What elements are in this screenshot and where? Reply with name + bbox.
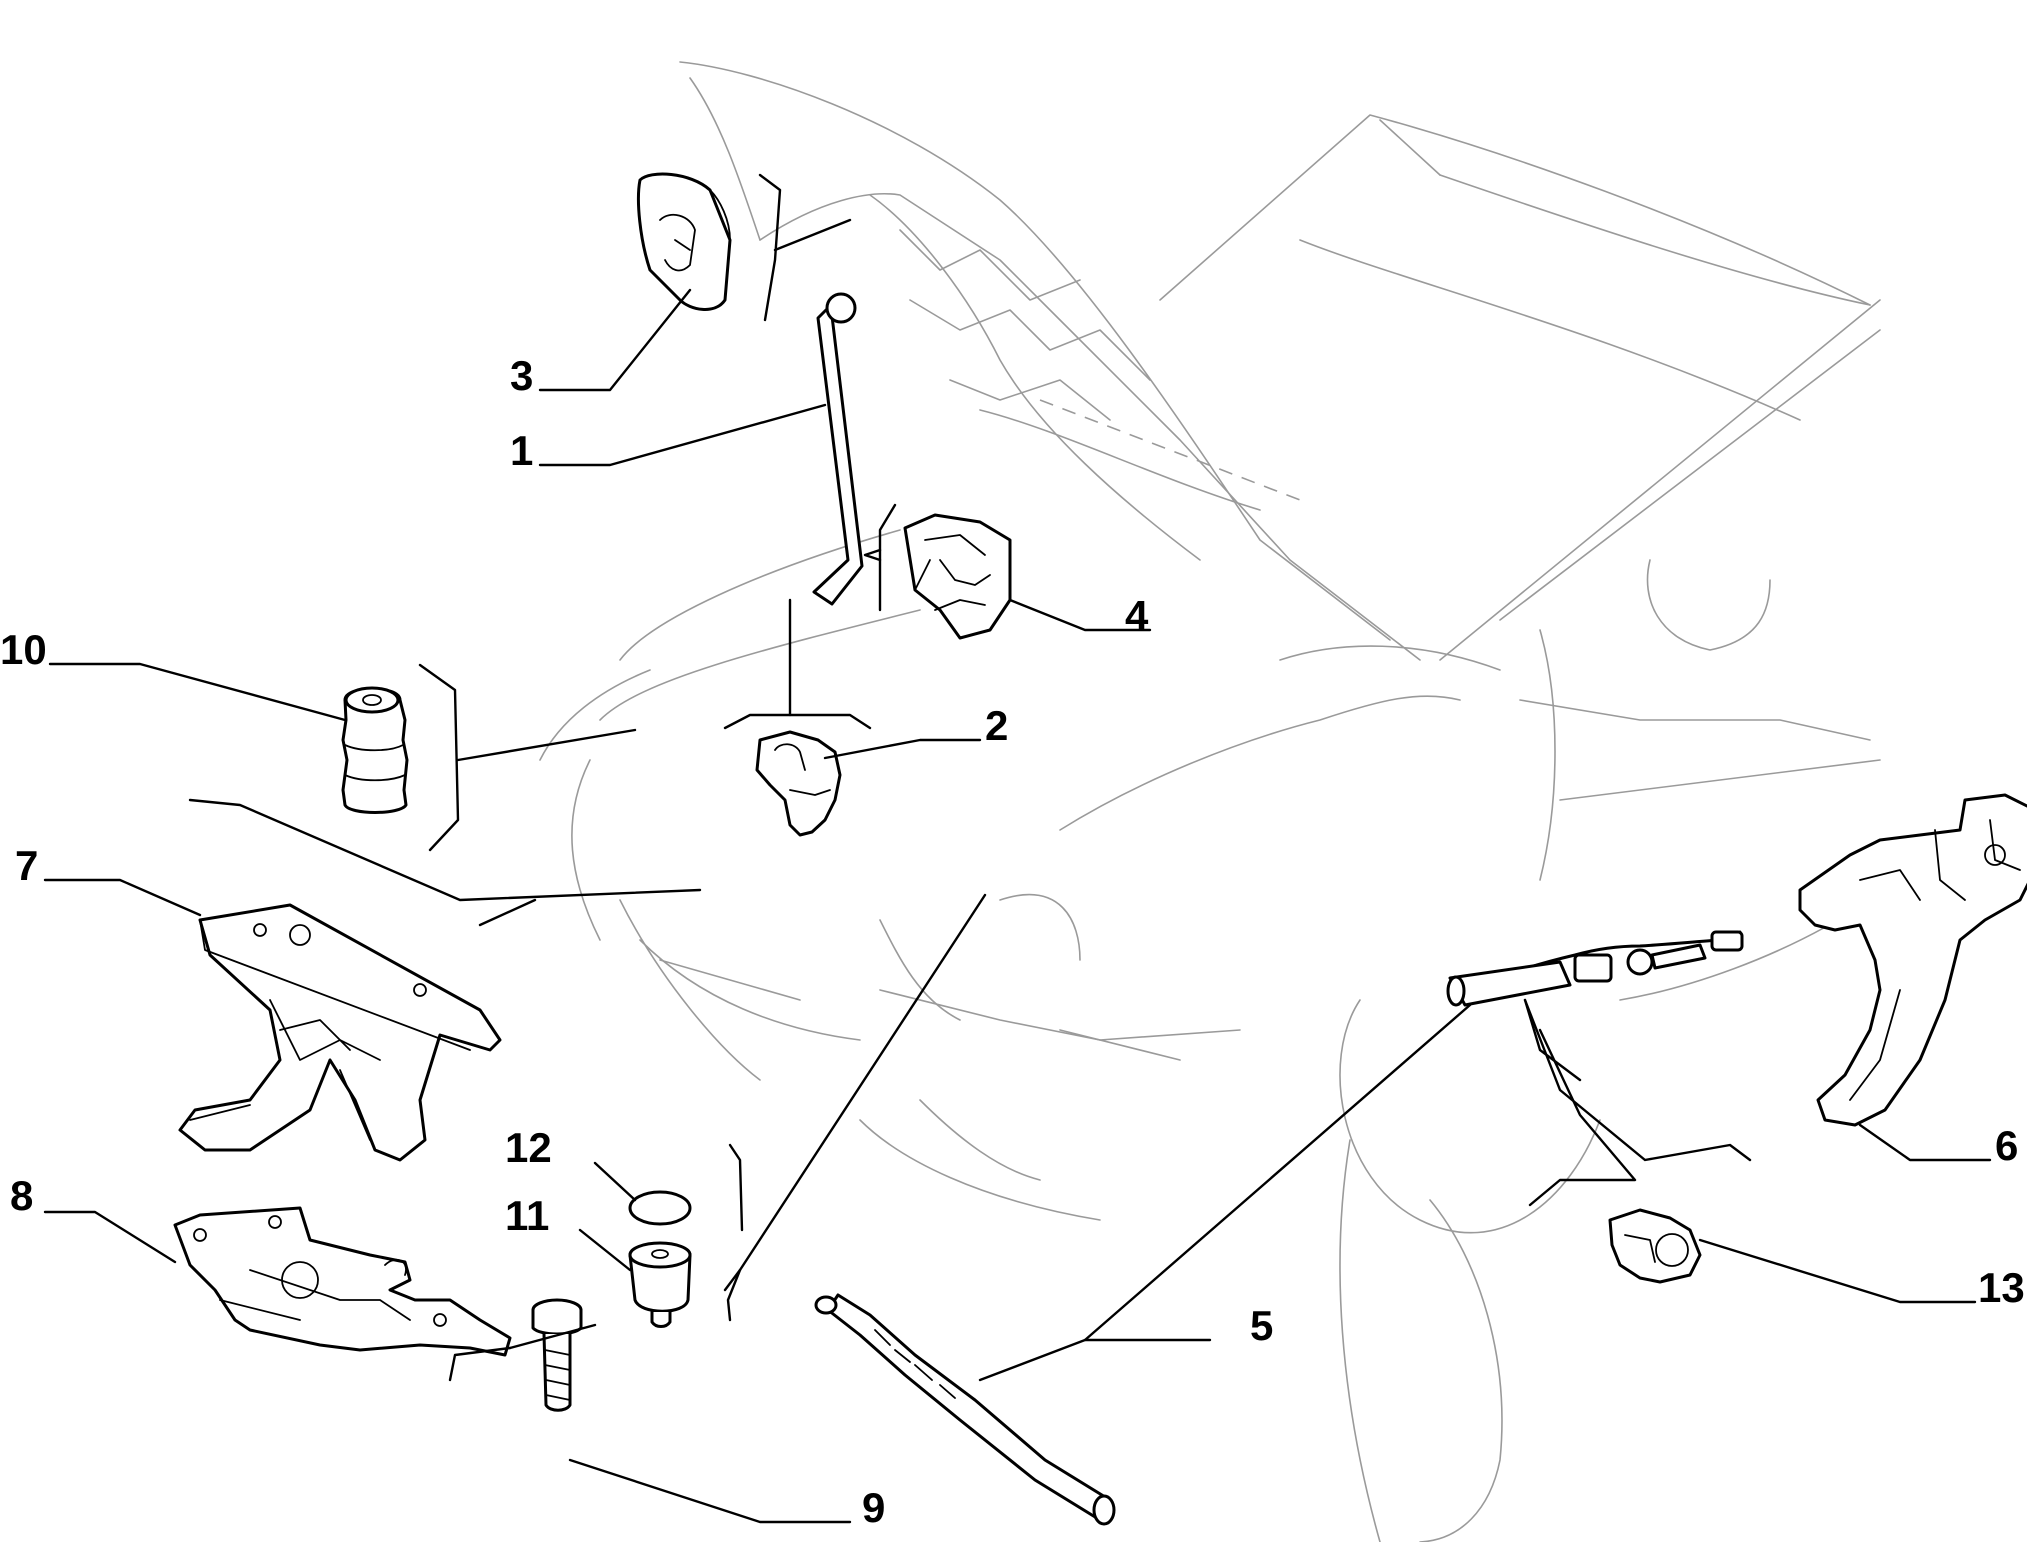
- callout-11: 11: [505, 1192, 549, 1239]
- callout-12: 12: [505, 1124, 552, 1171]
- callout-13: 13: [1978, 1264, 2025, 1311]
- part-11-bump-stop: [628, 1241, 692, 1328]
- callout-labels: 1 2 3 4 5 6 7 8 9 10 11 12 13: [0, 352, 2025, 1531]
- part-13-cable-clip: [1608, 1208, 1702, 1284]
- callout-7: 7: [15, 842, 38, 889]
- part-3-bonnet-pad: [637, 172, 732, 311]
- part-12-cap: [628, 1190, 692, 1226]
- part-6-bonnet-lock: [1798, 793, 2027, 1127]
- leader-lines: [43, 173, 1992, 1524]
- callout-6: 6: [1995, 1122, 2018, 1169]
- car-body-outline: [539, 61, 1881, 1542]
- part-2-rod-clip: [755, 730, 842, 837]
- callout-3: 3: [510, 352, 533, 399]
- callout-9: 9: [862, 1484, 885, 1531]
- part-10-rubber-buffer: [341, 686, 409, 814]
- part-8-lever-bracket: [173, 1206, 512, 1357]
- part-7-release-lever: [178, 903, 502, 1162]
- callout-5: 5: [1250, 1302, 1273, 1349]
- callout-2: 2: [985, 702, 1008, 749]
- callout-1: 1: [510, 427, 533, 474]
- part-5-release-cable: [814, 930, 1744, 1526]
- part-1-bonnet-stay-rod: [812, 292, 864, 606]
- part-9-bolt: [531, 1298, 583, 1412]
- callout-10: 10: [0, 626, 47, 673]
- part-4-latch-bracket: [903, 513, 1012, 640]
- callout-4: 4: [1125, 592, 1149, 639]
- callout-8: 8: [10, 1172, 33, 1219]
